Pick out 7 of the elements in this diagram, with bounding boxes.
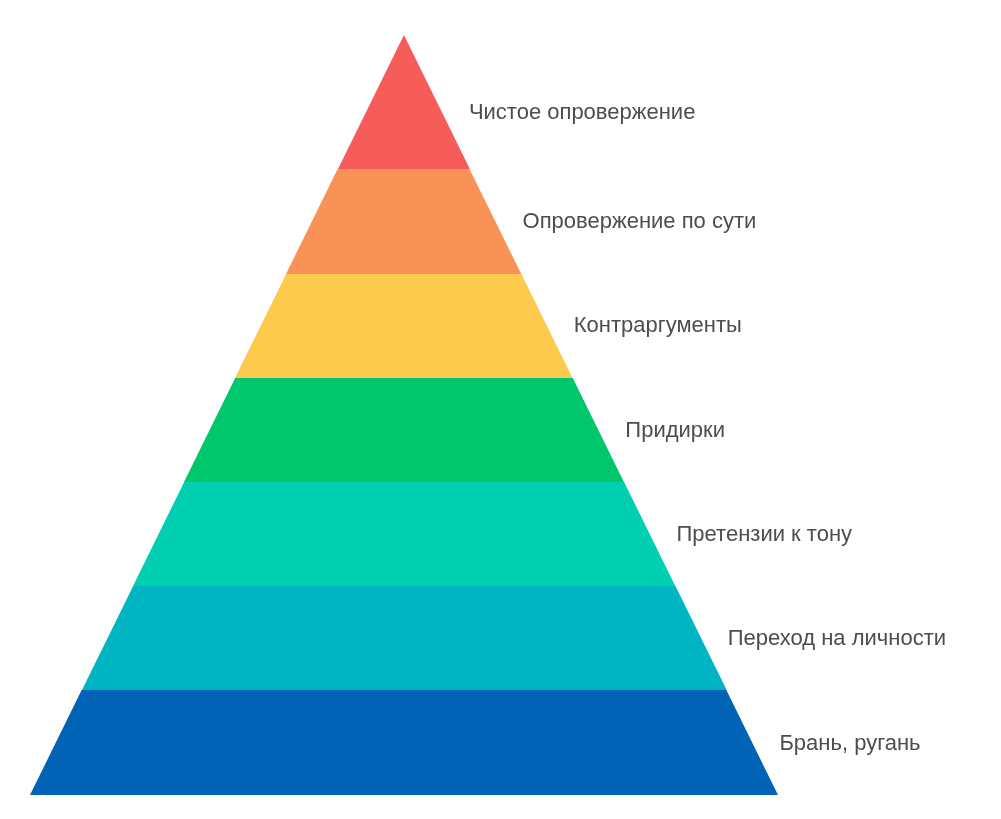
level-label: Брань, ругань — [779, 730, 921, 756]
level-label: Опровержение по сути — [522, 208, 757, 234]
level-label: Чистое опровержение — [468, 99, 696, 125]
level-label: Придирки — [625, 417, 725, 443]
level-label: Претензии к тону — [676, 521, 853, 547]
level-label: Контраргументы — [573, 312, 742, 338]
level-label: Переход на личности — [727, 625, 947, 651]
